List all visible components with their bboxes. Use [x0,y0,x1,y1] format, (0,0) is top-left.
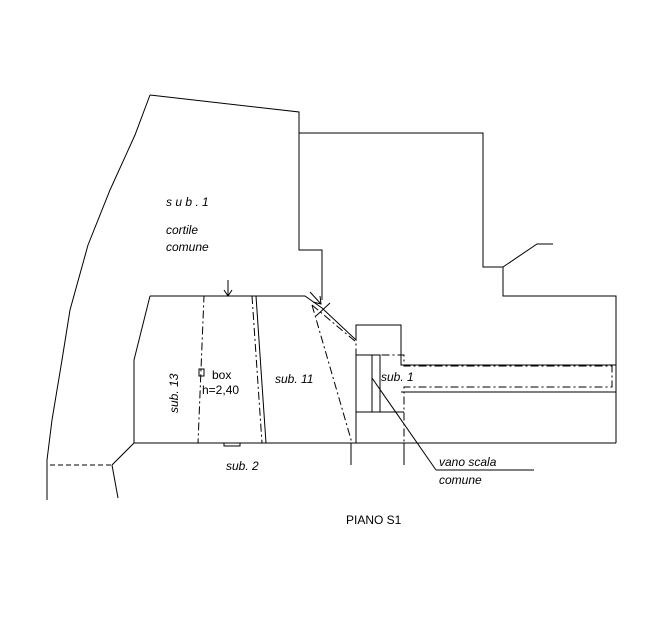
courtyard-boundary [46,94,617,500]
label-sub11: sub. 11 [275,372,313,386]
label-sub1-right: sub. 1 [381,370,414,384]
label-vano-scala: vano scala [439,455,497,469]
entry-arrows [223,280,322,305]
label-cortile-comune: comune [166,240,209,254]
vano-scala-leader [371,377,534,471]
basement-outline [50,295,616,499]
label-sub2: sub. 2 [226,459,259,473]
label-box-height: h=2,40 [202,383,239,397]
floor-title: PIANO S1 [346,513,402,527]
label-cortile: cortile [166,223,198,237]
staircase [315,302,405,465]
label-box: box [212,368,231,382]
label-sub1-top: s u b . 1 [166,195,209,209]
label-sub13: sub. 13 [167,373,181,413]
corridor-dashed [311,304,613,444]
label-vano-comune: comune [439,473,482,487]
box-unit [194,295,267,447]
